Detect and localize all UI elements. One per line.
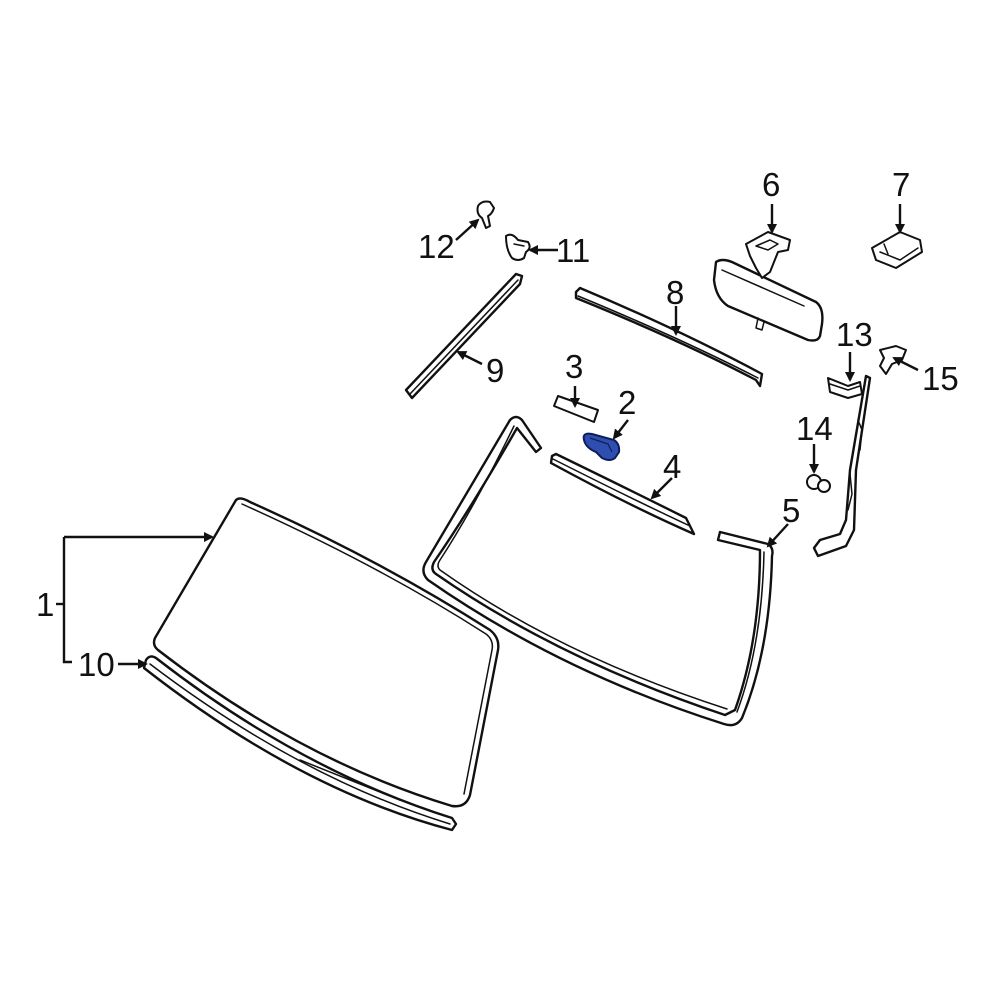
callout-7: 7 <box>892 166 910 203</box>
callout-2: 2 <box>618 384 636 421</box>
windshield-weatherstrip[interactable] <box>422 415 774 727</box>
header-molding[interactable] <box>574 286 764 388</box>
callout-13: 13 <box>836 316 873 353</box>
rear-view-mirror[interactable] <box>712 231 824 342</box>
callout-3: 3 <box>565 348 583 385</box>
callout-15: 15 <box>922 360 959 397</box>
callout-9: 9 <box>486 352 504 389</box>
push-clip[interactable] <box>806 474 831 493</box>
leader-lines <box>56 204 919 669</box>
adhesive-pad[interactable] <box>553 395 599 423</box>
sensor-bracket-highlighted[interactable] <box>582 432 621 461</box>
callout-6: 6 <box>762 166 780 203</box>
callout-1: 1 <box>36 586 54 623</box>
mirror-cover[interactable] <box>871 231 923 269</box>
callout-5: 5 <box>782 492 800 529</box>
callout-labels: 1 2 3 4 5 6 7 8 9 10 11 12 13 14 15 <box>36 166 959 683</box>
lower-seal[interactable] <box>142 655 458 832</box>
callout-11: 11 <box>556 232 590 269</box>
retainer[interactable] <box>476 200 495 229</box>
callout-10: 10 <box>78 646 115 683</box>
callout-14: 14 <box>796 410 833 447</box>
windshield-glass[interactable] <box>152 497 500 808</box>
upper-molding[interactable] <box>549 452 696 536</box>
side-molding-left[interactable] <box>404 272 524 400</box>
side-molding-right[interactable] <box>812 374 872 558</box>
molding-clip[interactable] <box>505 233 531 261</box>
callout-12: 12 <box>418 228 455 265</box>
callout-8: 8 <box>666 274 684 311</box>
callout-4: 4 <box>663 448 681 485</box>
upper-clip[interactable] <box>879 345 907 375</box>
